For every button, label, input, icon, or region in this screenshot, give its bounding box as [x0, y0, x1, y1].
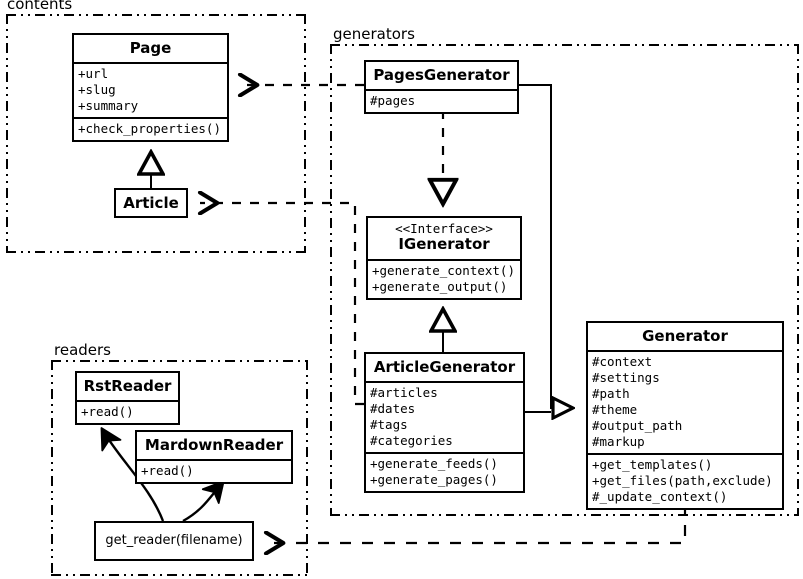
class-igenerator-methods: +generate_context() +generate_output(): [368, 259, 520, 298]
attribute: #categories: [370, 433, 453, 448]
class-page[interactable]: Page +url +slug +summary +check_properti…: [72, 33, 229, 142]
attribute: #markup: [592, 434, 645, 449]
class-article-generator-attributes: #articles #dates #tags #categories: [366, 381, 523, 452]
class-generator[interactable]: Generator #context #settings #path #them…: [586, 321, 784, 510]
attribute: #pages: [370, 93, 416, 108]
class-pages-generator-attributes: #pages: [366, 89, 517, 112]
class-article-generator-title: ArticleGenerator: [373, 358, 516, 376]
method: +read(): [81, 404, 134, 419]
method: +generate_output(): [372, 279, 508, 294]
method: +generate_context(): [372, 263, 515, 278]
class-igenerator[interactable]: <<Interface>> IGenerator +generate_conte…: [366, 216, 522, 300]
class-page-title: Page: [129, 39, 172, 57]
attribute: +url: [78, 66, 109, 81]
method: #_update_context(): [592, 489, 728, 504]
attribute: #path: [592, 386, 630, 401]
method: +get_templates(): [592, 457, 713, 472]
method: +get_files(path,exclude): [592, 473, 773, 488]
class-rst-reader[interactable]: RstReader +read(): [75, 371, 180, 425]
class-mardown-reader-title: MardownReader: [144, 436, 284, 454]
package-contents-label: contents: [4, 0, 76, 12]
attribute: +slug: [78, 82, 116, 97]
class-mardown-reader[interactable]: MardownReader +read(): [135, 430, 293, 484]
method: +generate_pages(): [370, 472, 498, 487]
class-pages-generator[interactable]: PagesGenerator #pages: [364, 60, 519, 114]
class-article-title: Article: [123, 194, 179, 212]
attribute: #output_path: [592, 418, 683, 433]
class-igenerator-title: IGenerator: [398, 235, 490, 253]
class-igenerator-stereotype: <<Interface>>: [395, 221, 493, 236]
class-rst-reader-title: RstReader: [83, 377, 172, 395]
class-page-attributes: +url +slug +summary: [74, 62, 227, 117]
attribute: #context: [592, 354, 653, 369]
package-generators-label: generators: [330, 27, 418, 42]
class-pages-generator-title: PagesGenerator: [373, 66, 510, 84]
class-article-generator-methods: +generate_feeds() +generate_pages(): [366, 452, 523, 491]
class-mardown-reader-methods: +read(): [137, 459, 291, 482]
function-get-reader[interactable]: get_reader(filename): [94, 521, 254, 561]
class-generator-methods: +get_templates() +get_files(path,exclude…: [588, 453, 782, 508]
package-readers-label: readers: [51, 343, 114, 358]
attribute: +summary: [78, 98, 139, 113]
attribute: #theme: [592, 402, 638, 417]
class-page-methods: +check_properties(): [74, 117, 227, 140]
class-article[interactable]: Article: [114, 188, 188, 218]
class-article-generator[interactable]: ArticleGenerator #articles #dates #tags …: [364, 352, 525, 493]
attribute: #tags: [370, 417, 408, 432]
class-igenerator-header: <<Interface>> IGenerator: [368, 218, 520, 259]
attribute: #settings: [592, 370, 660, 385]
attribute: #articles: [370, 385, 438, 400]
attribute: #dates: [370, 401, 416, 416]
function-get-reader-label: get_reader(filename): [105, 533, 243, 548]
method: +check_properties(): [78, 121, 221, 136]
method: +generate_feeds(): [370, 456, 498, 471]
class-generator-title: Generator: [642, 327, 728, 345]
class-rst-reader-methods: +read(): [77, 400, 178, 423]
method: +read(): [141, 463, 194, 478]
class-generator-attributes: #context #settings #path #theme #output_…: [588, 350, 782, 453]
